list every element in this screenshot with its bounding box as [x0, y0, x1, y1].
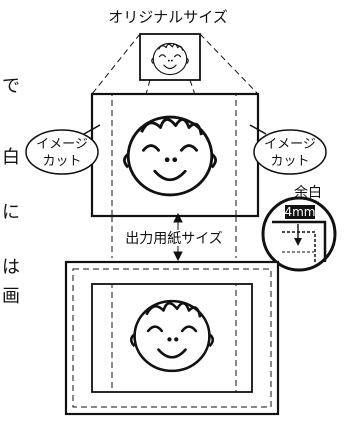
side-text-fragment: で	[2, 76, 20, 97]
original-size-label: オリジナルサイズ	[108, 8, 228, 26]
margin-detail-magnifier: 4mm	[261, 196, 337, 272]
image-cut-callout-left: イメージ カット	[25, 124, 101, 175]
margin-value-badge	[285, 205, 315, 219]
side-text-fragment: に	[2, 202, 20, 223]
margin-value-text: 4mm	[284, 205, 315, 219]
image-cut-callout-right: イメージ カット	[249, 124, 327, 175]
print-area-dashed	[111, 93, 237, 217]
svg-text:イメージ: イメージ	[264, 137, 316, 152]
svg-text:イメージ: イメージ	[36, 137, 88, 152]
projection-lines-bottom	[111, 216, 237, 258]
svg-text:カット: カット	[270, 154, 309, 169]
size-arrow	[173, 212, 183, 262]
side-text-fragment: 画	[2, 286, 20, 307]
printed-crop-dashed	[111, 283, 237, 393]
svg-text:カット: カット	[42, 154, 81, 169]
paper-margin-dashed	[72, 268, 272, 408]
side-text-fragment: は	[2, 257, 20, 278]
output-paper-size-label: 出力用紙サイズ	[125, 231, 223, 247]
side-text-fragment: 白	[2, 147, 20, 168]
